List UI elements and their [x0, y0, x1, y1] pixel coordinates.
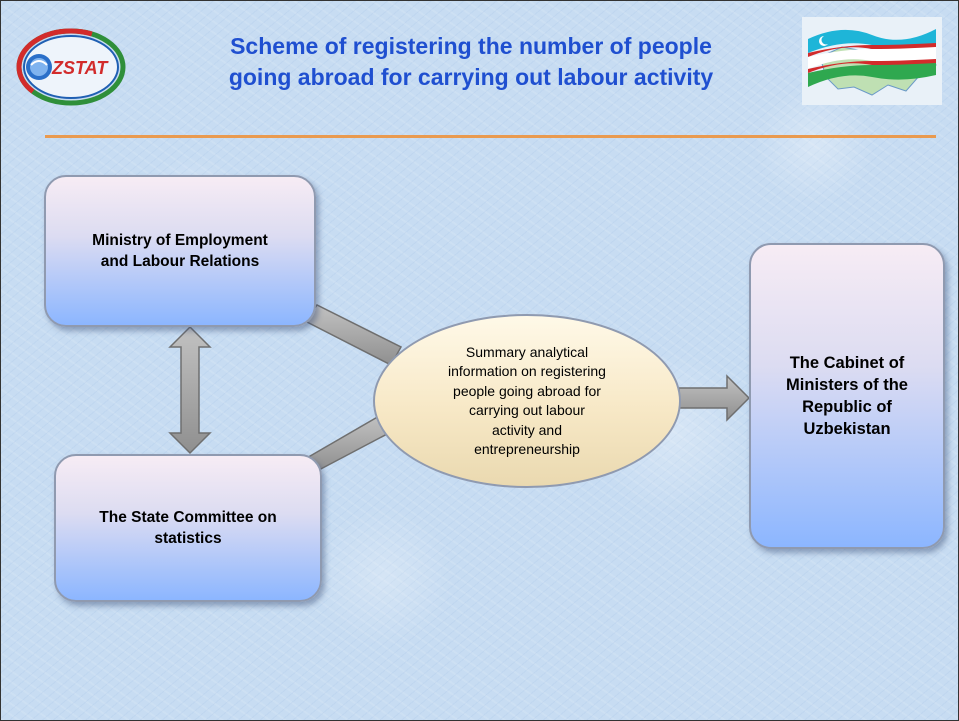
cabinet-label-line-3: Republic of	[802, 398, 892, 416]
committee-label-line-1: The State Committee on	[99, 509, 277, 526]
cabinet-label-line-4: Uzbekistan	[803, 420, 891, 438]
committee-label-line-2: statistics	[154, 530, 222, 547]
page-title: Scheme of registering the number of peop…	[141, 31, 801, 93]
flag-map-graphic	[802, 17, 942, 105]
summary-ellipse: Summary analytical information on regist…	[373, 314, 681, 488]
ministry-label-line-1: Ministry of Employment	[92, 232, 268, 249]
summary-line-2: information on registering	[448, 363, 606, 379]
cabinet-box: The Cabinet of Ministers of the Republic…	[749, 243, 945, 549]
summary-line-1: Summary analytical	[465, 343, 589, 360]
uzbekistan-flag-map-icon	[802, 17, 942, 105]
title-line-2: going abroad for carrying out labour act…	[228, 64, 714, 90]
ministry-box: Ministry of Employment and Labour Relati…	[44, 175, 316, 327]
arrow-summary-to-cabinet	[678, 374, 751, 422]
summary-line-3: people going abroad for	[453, 382, 601, 399]
cabinet-label-line-1: The Cabinet of	[789, 354, 905, 372]
state-committee-box: The State Committee on statistics	[54, 454, 322, 602]
zstat-logo-graphic: ZSTAT	[16, 28, 126, 106]
cabinet-label-line-2: Ministers of the	[786, 376, 908, 394]
zstat-logo-icon: ZSTAT	[15, 23, 127, 113]
summary-line-5: activity and	[491, 421, 563, 438]
zstat-logo-text: ZSTAT	[51, 58, 109, 78]
double-arrow-ministry-committee	[168, 325, 212, 455]
summary-line-4: carrying out labour	[469, 402, 585, 418]
summary-line-6: entrepreneurship	[474, 441, 580, 457]
ministry-label-line-2: and Labour Relations	[100, 253, 260, 270]
title-line-1: Scheme of registering the number of peop…	[230, 33, 712, 59]
connector-ministry-to-summary	[303, 304, 403, 366]
title-divider	[45, 135, 936, 138]
